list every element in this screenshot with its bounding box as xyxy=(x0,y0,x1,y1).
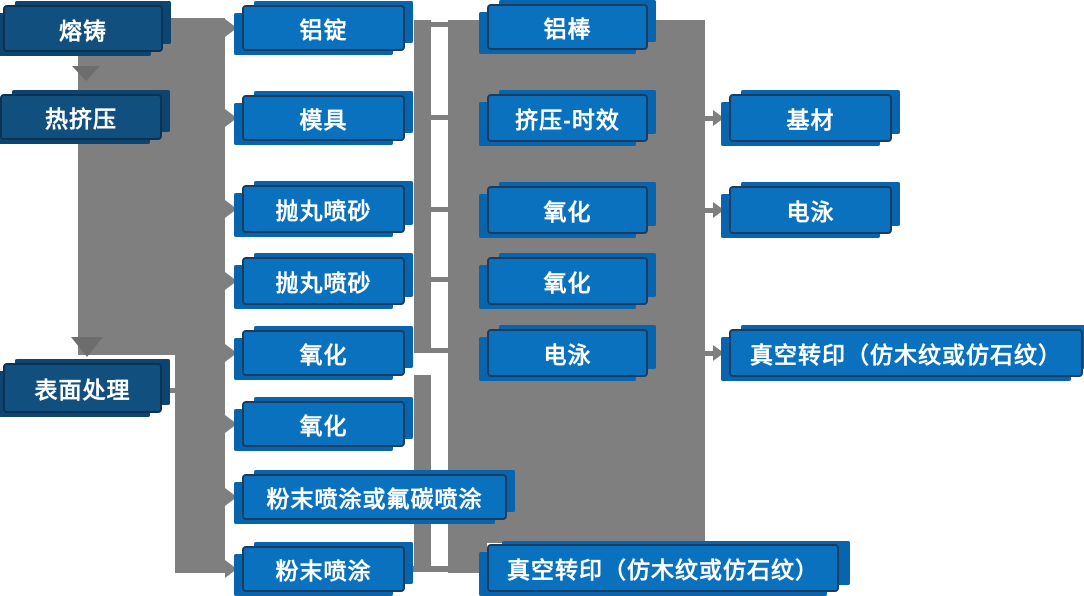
connector-tick-blasting-oxidation xyxy=(431,207,448,212)
node-surface-treatment: 表面处理 xyxy=(3,363,162,413)
connector-tick-ingot-rod xyxy=(431,22,448,27)
connector-mid-bar-lower xyxy=(414,375,431,568)
connector-surface-treatment-stub xyxy=(162,388,176,393)
node-extrusion-aging: 挤压-时效 xyxy=(487,94,648,142)
connector-tick-mold-extrusion xyxy=(431,115,448,120)
connector-surface-treatment-trunk xyxy=(175,355,225,573)
connector-stub-electrophoresis xyxy=(705,208,715,213)
node-hot-extrusion: 热挤压 xyxy=(0,94,162,140)
node-aluminum-ingot: 铝锭 xyxy=(242,5,405,51)
connector-tick-oxidation-electrophoresis xyxy=(431,348,448,353)
node-electrophoresis-mid: 电泳 xyxy=(487,329,648,377)
node-vacuum-transfer-right: 真空转印（仿木纹或仿石纹） xyxy=(729,329,1083,377)
connector-stub-vacuum-transfer xyxy=(705,351,715,356)
node-oxidation-3: 氧化 xyxy=(487,186,648,234)
node-powder-or-fluorocarbon-coating: 粉末喷涂或氟碳喷涂 xyxy=(242,474,507,520)
arrow-down-to-surface-treatment-icon xyxy=(71,337,103,357)
arrow-to-shot-blasting-1-icon xyxy=(225,200,237,218)
node-oxidation-1: 氧化 xyxy=(242,330,405,376)
arrow-to-shot-blasting-2-icon xyxy=(225,272,237,290)
arrow-to-aluminum-ingot-icon xyxy=(225,19,237,37)
arrow-to-oxidation-2-icon xyxy=(225,415,237,433)
node-oxidation-4: 氧化 xyxy=(487,257,648,305)
arrow-to-base-material-icon xyxy=(713,110,724,126)
node-oxidation-2: 氧化 xyxy=(242,401,405,447)
node-melting-casting: 熔铸 xyxy=(3,5,163,52)
node-shot-blasting-1: 抛丸喷砂 xyxy=(242,185,405,233)
arrow-down-to-hot-extrusion-icon xyxy=(72,66,100,81)
arrow-to-electrophoresis-icon xyxy=(713,202,724,218)
node-base-material: 基材 xyxy=(729,94,892,142)
arrow-to-vacuum-transfer-icon xyxy=(713,345,724,361)
arrow-to-powder-or-fluorocarbon-icon xyxy=(225,488,237,506)
node-powder-coating: 粉末喷涂 xyxy=(242,546,405,592)
connector-main-panel-foot xyxy=(448,543,487,573)
connector-mid-bar-upper xyxy=(414,20,431,353)
node-mold: 模具 xyxy=(242,95,405,141)
arrow-to-mold-icon xyxy=(225,109,237,127)
connector-left-trunk xyxy=(78,18,225,355)
connector-tick-blasting-oxidation-2 xyxy=(431,277,448,282)
node-aluminum-rod: 铝棒 xyxy=(487,4,648,50)
node-shot-blasting-2: 抛丸喷砂 xyxy=(242,257,405,305)
arrow-to-powder-coating-icon xyxy=(225,560,237,578)
node-vacuum-transfer-bottom: 真空转印（仿木纹或仿石纹） xyxy=(487,544,839,592)
connector-stub-base-material xyxy=(705,116,715,121)
connector-tick-powder-transfer xyxy=(407,566,448,572)
node-electrophoresis-right: 电泳 xyxy=(729,186,892,234)
arrow-to-oxidation-1-icon xyxy=(225,344,237,362)
